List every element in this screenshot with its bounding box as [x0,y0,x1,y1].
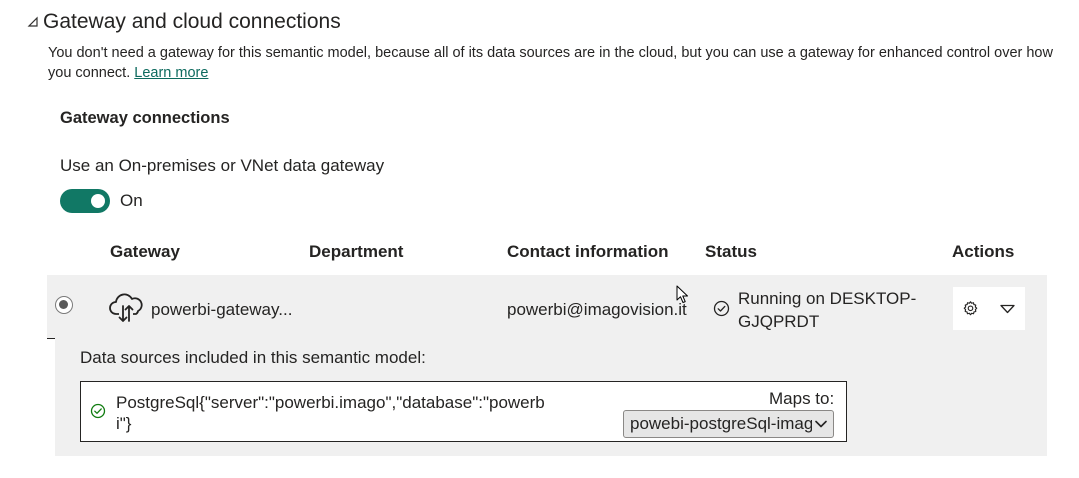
gateway-connections-title: Gateway connections [60,109,230,127]
data-sources-title: Data sources included in this semantic m… [80,348,426,367]
learn-more-link[interactable]: Learn more [134,65,209,81]
toggle-state-text: On [120,191,143,210]
row-select-radio[interactable] [55,296,73,314]
column-header-department: Department [309,242,404,261]
table-row[interactable] [47,275,1047,339]
column-header-gateway: Gateway [110,242,180,261]
gateway-status: Running on DESKTOP-GJQPRDT [738,289,917,331]
toggle-knob [91,194,105,208]
cloud-gateway-icon [109,293,143,322]
gateway-contact: powerbi@imagovision.it [507,300,687,319]
section-header[interactable]: Gateway and cloud connections [26,10,341,34]
chevron-down-icon[interactable] [1000,304,1015,314]
success-check-icon [90,403,106,419]
column-header-status: Status [705,242,757,261]
data-source-name: PostgreSql{"server":"powerbi.imago","dat… [116,393,545,433]
gear-icon[interactable] [962,300,979,317]
collapse-triangle-icon[interactable] [26,15,40,29]
chevron-down-icon [815,420,827,428]
status-check-icon [713,300,730,317]
description-text: You don't need a gateway for this semant… [48,45,1053,81]
section-description: You don't need a gateway for this semant… [48,43,1058,83]
maps-to-value: powebi-postgreSql-imago [630,414,812,433]
gateway-name: powerbi-gateway... [151,300,293,319]
column-header-actions: Actions [952,242,1015,261]
maps-to-select[interactable]: powebi-postgreSql-imago [623,410,834,438]
radio-dot [59,300,68,309]
gateway-toggle-label: Use an On-premises or VNet data gateway [60,156,385,175]
gateway-toggle[interactable] [60,189,110,213]
mouse-cursor-icon [676,285,688,303]
row-actions [953,287,1025,330]
column-header-contact: Contact information [507,242,669,261]
section-title: Gateway and cloud connections [43,10,341,33]
maps-to-label: Maps to: [769,389,835,408]
